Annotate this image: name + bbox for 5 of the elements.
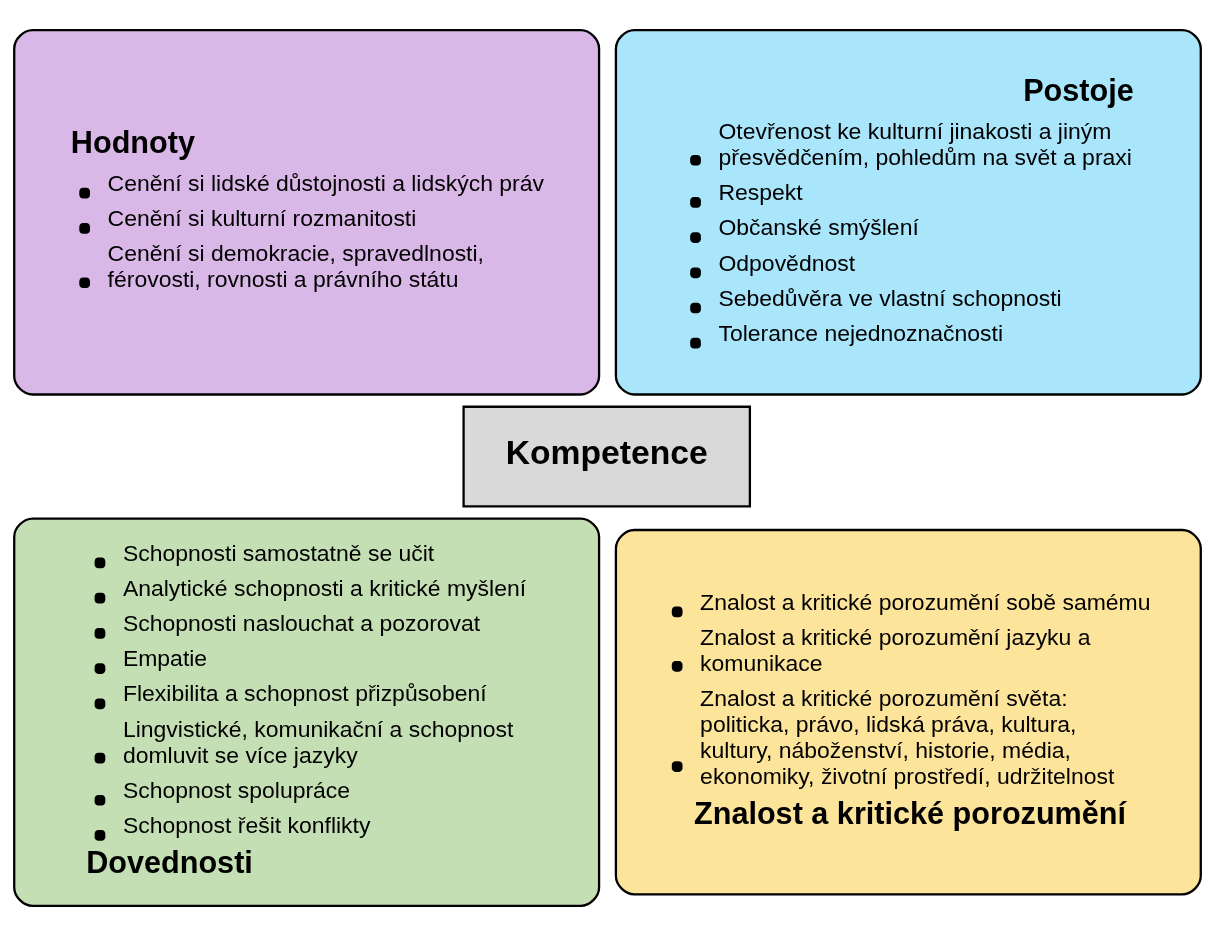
- node-box: Hodnoty Cenění si lidské důstojnosti a lidských práv Cenění si kulturní rozmanitosti Cenění si demokracie, spravedlnosti, férovosti, rovnosti a právního státu: [13, 28, 601, 396]
- node-box: Schopnosti samostatně se učit Analytické schopnosti a kritické myšlení Schopnosti naslouchat a pozorovat Empatie Flexibilita a schopnost přizpůsobení Lingvistické, komunikační a schopnost domluvit se více jazyky Schopnost spolupráce Schopnost řešit konflikty Dovednosti: [13, 517, 601, 908]
- node-box: Kompetence: [462, 405, 752, 508]
- node-box: Postoje Otevřenost ke kulturní jinakosti a jiným přesvědčením, pohledům na svět a praxi Respekt Občanské smýšlení Odpovědnost Sebedůvěra ve vlastní schopnosti Tolerance nejednoznačnosti: [614, 28, 1202, 396]
- node-box: Znalost a kritické porozumění sobě samému Znalost a kritické porozumění jazyku a komunikace Znalost a kritické porozumění světa: politicka, právo, lidská práva, kultura, kultury, náboženství, historie, média, ekonomiky, životní prostředí, udržitelnost Znalost a kritické porozumění: [614, 528, 1202, 896]
